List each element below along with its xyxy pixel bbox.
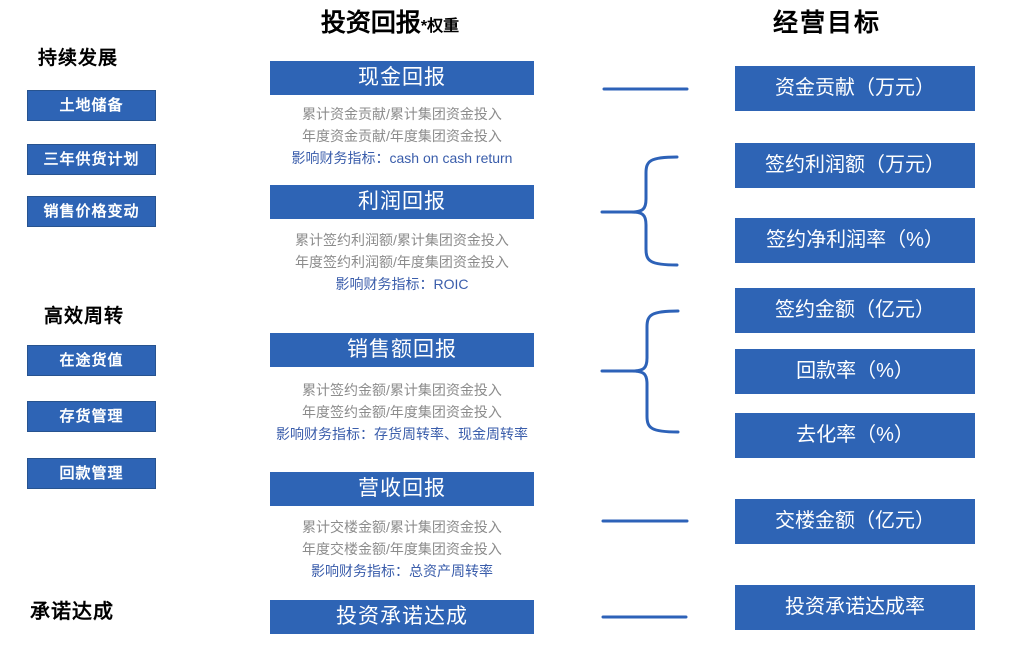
middle-title-weight-suffix: *权重 [420,18,460,35]
right-item-contracted-amount: 签约金额（亿元） [735,288,975,333]
right-item-contracted-profit-amount: 签约利润额（万元） [735,143,975,188]
left-item-collection-management: 回款管理 [27,458,156,489]
left-item-inventory-management: 存货管理 [27,401,156,432]
right-item-investment-commitment-rate: 投资承诺达成率 [735,585,975,630]
middle-box-revenue-return: 营收回报 [270,472,534,506]
cash-return-formula-annual: 年度资金贡献/年度集团资金投入 [302,128,502,144]
middle-box-sales-return: 销售额回报 [270,333,534,367]
right-item-capital-contribution: 资金贡献（万元） [735,66,975,111]
cash-return-financial-indicator: 影响财务指标：cash on cash return [291,150,513,166]
connector-brace-sales-return [631,309,680,434]
middle-title-main: 投资回报 [320,9,421,37]
sales-return-formula-cumulative: 累计签约金额/累计集团资金投入 [302,382,502,398]
right-item-delivery-amount: 交楼金额（亿元） [735,499,975,544]
profit-return-description: 累计签约利润额/累计集团资金投入 年度签约利润额/年度集团资金投入 影响财务指标… [248,229,556,295]
profit-return-formula-cumulative: 累计签约利润额/累计集团资金投入 [295,232,509,248]
revenue-return-description: 累计交楼金额/累计集团资金投入 年度交楼金额/年度集团资金投入 影响财务指标：总… [248,516,556,582]
profit-return-financial-indicator: 影响财务指标：ROIC [335,276,469,292]
right-item-contracted-net-profit-rate: 签约净利润率（%） [735,218,975,263]
left-item-sales-price-change: 销售价格变动 [27,196,156,227]
right-item-collection-rate: 回款率（%） [735,349,975,394]
revenue-return-financial-indicator: 影响财务指标：总资产周转率 [311,563,493,579]
left-heading-sustained-development: 持续发展 [38,48,119,69]
revenue-return-formula-annual: 年度交楼金额/年度集团资金投入 [302,541,502,557]
left-item-land-reserve: 土地储备 [27,90,156,121]
cash-return-description: 累计资金贡献/累计集团资金投入 年度资金贡献/年度集团资金投入 影响财务指标：c… [248,103,556,169]
right-column-title: 经营目标 [772,9,881,37]
middle-box-investment-commitment: 投资承诺达成 [270,600,534,634]
sales-return-formula-annual: 年度签约金额/年度集团资金投入 [302,404,502,420]
middle-box-cash-return: 现金回报 [270,61,534,95]
left-heading-commitment-achievement: 承诺达成 [30,601,114,623]
left-heading-efficient-turnover: 高效周转 [44,306,125,327]
profit-return-formula-annual: 年度签约利润额/年度集团资金投入 [295,254,509,270]
cash-return-formula-cumulative: 累计资金贡献/累计集团资金投入 [302,106,502,122]
middle-column-title: 投资回报*权重 [258,3,522,39]
connector-brace-profit-return [630,155,679,267]
left-item-goods-in-transit-value: 在途货值 [27,345,156,376]
sales-return-description: 累计签约金额/累计集团资金投入 年度签约金额/年度集团资金投入 影响财务指标：存… [248,379,556,445]
revenue-return-formula-cumulative: 累计交楼金额/累计集团资金投入 [302,519,502,535]
right-item-sell-through-rate: 去化率（%） [735,413,975,458]
middle-box-profit-return: 利润回报 [270,185,534,219]
left-item-three-year-supply-plan: 三年供货计划 [27,144,156,175]
sales-return-financial-indicator: 影响财务指标：存货周转率、现金周转率 [276,426,528,442]
